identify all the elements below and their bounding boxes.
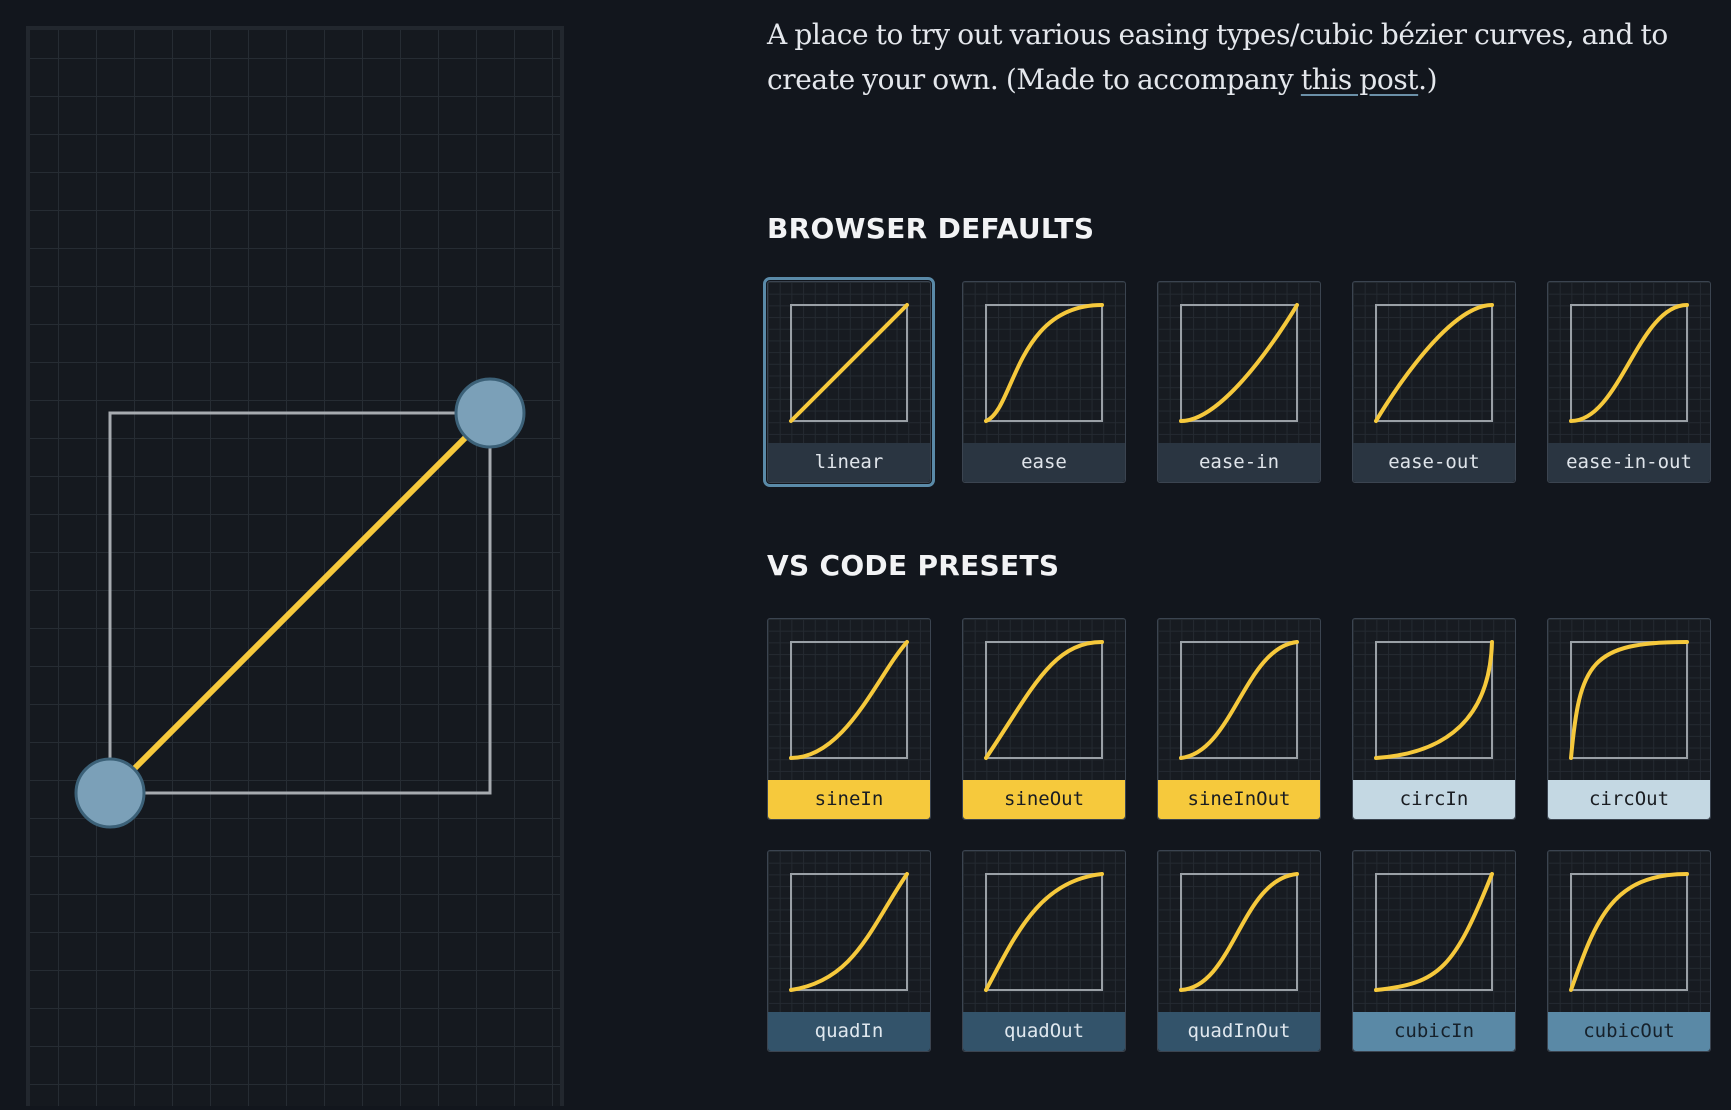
- editor-curve: [107, 410, 493, 796]
- preset-label-quadIn: quadIn: [768, 1012, 930, 1051]
- preset-card-cubicIn[interactable]: cubicIn: [1352, 850, 1516, 1052]
- end-handle[interactable]: [454, 377, 526, 449]
- curve-line: [1179, 303, 1299, 423]
- curve-line: [1374, 640, 1494, 760]
- curve-line: [1569, 872, 1689, 992]
- preset-label-sineOut: sineOut: [963, 780, 1125, 819]
- preset-card-quadIn[interactable]: quadIn: [767, 850, 931, 1052]
- curve-line: [789, 303, 909, 423]
- vscode-presets-grid: sineIn sineOut sineInOut circIn circOut quadI…: [767, 618, 1712, 1052]
- preset-card-circIn[interactable]: circIn: [1352, 618, 1516, 820]
- intro-text: A place to try out various easing types/…: [767, 12, 1697, 102]
- preset-label-ease: ease: [963, 443, 1125, 482]
- curve-editor[interactable]: [26, 26, 564, 1106]
- preset-label-circIn: circIn: [1353, 780, 1515, 819]
- preset-card-quadInOut[interactable]: quadInOut: [1157, 850, 1321, 1052]
- curve-line: [1179, 872, 1299, 992]
- curve-line: [1374, 872, 1494, 992]
- curve-line: [789, 872, 909, 992]
- curve-line: [984, 872, 1104, 992]
- this-post-link[interactable]: this post: [1300, 63, 1419, 96]
- preset-label-ease-in: ease-in: [1158, 443, 1320, 482]
- curve-preview-circOut: [1569, 640, 1689, 760]
- preset-label-linear: linear: [768, 443, 930, 482]
- preset-card-linear[interactable]: linear: [763, 277, 935, 487]
- preset-label-sineInOut: sineInOut: [1158, 780, 1320, 819]
- curve-line: [1179, 640, 1299, 760]
- curve-line: [1569, 640, 1689, 760]
- curve-line: [984, 303, 1104, 423]
- curve-preview-linear: [789, 303, 909, 423]
- curve-preview-ease-out: [1374, 303, 1494, 423]
- preset-label-quadOut: quadOut: [963, 1012, 1125, 1051]
- preset-card-ease-in[interactable]: ease-in: [1157, 281, 1321, 483]
- preset-card-sineIn[interactable]: sineIn: [767, 618, 931, 820]
- preset-label-ease-in-out: ease-in-out: [1548, 443, 1710, 482]
- preset-label-cubicIn: cubicIn: [1353, 1012, 1515, 1051]
- editor-bounding-box: [108, 411, 492, 795]
- preset-label-sineIn: sineIn: [768, 780, 930, 819]
- preset-card-ease-in-out[interactable]: ease-in-out: [1547, 281, 1711, 483]
- browser-defaults-heading: BROWSER DEFAULTS: [767, 212, 1095, 245]
- curve-preview-cubicIn: [1374, 872, 1494, 992]
- intro-tail: .): [1418, 63, 1438, 96]
- curve-preview-sineIn: [789, 640, 909, 760]
- curve-preview-sineOut: [984, 640, 1104, 760]
- intro-body: A place to try out various easing types/…: [767, 18, 1668, 96]
- curve-preview-sineInOut: [1179, 640, 1299, 760]
- preset-card-sineInOut[interactable]: sineInOut: [1157, 618, 1321, 820]
- vscode-presets-heading: VS CODE PRESETS: [767, 549, 1060, 582]
- curve-preview-quadIn: [789, 872, 909, 992]
- curve-preview-cubicOut: [1569, 872, 1689, 992]
- curve-line: [1569, 303, 1689, 423]
- curve-preview-ease-in-out: [1569, 303, 1689, 423]
- curve-preview-ease-in: [1179, 303, 1299, 423]
- preset-label-ease-out: ease-out: [1353, 443, 1515, 482]
- preset-label-quadInOut: quadInOut: [1158, 1012, 1320, 1051]
- preset-card-ease-out[interactable]: ease-out: [1352, 281, 1516, 483]
- preset-card-quadOut[interactable]: quadOut: [962, 850, 1126, 1052]
- curve-preview-quadInOut: [1179, 872, 1299, 992]
- preset-label-cubicOut: cubicOut: [1548, 1012, 1710, 1051]
- curve-editor-canvas: [74, 377, 526, 829]
- curve-preview-circIn: [1374, 640, 1494, 760]
- start-handle[interactable]: [74, 757, 146, 829]
- preset-card-cubicOut[interactable]: cubicOut: [1547, 850, 1711, 1052]
- curve-line: [1374, 303, 1494, 423]
- curve-preview-ease: [984, 303, 1104, 423]
- preset-card-circOut[interactable]: circOut: [1547, 618, 1711, 820]
- curve-line: [789, 640, 909, 760]
- preset-card-sineOut[interactable]: sineOut: [962, 618, 1126, 820]
- curve-line: [984, 640, 1104, 760]
- browser-defaults-grid: linear ease ease-in ease-out ease-in-out: [763, 277, 1712, 487]
- preset-card-ease[interactable]: ease: [962, 281, 1126, 483]
- preset-label-circOut: circOut: [1548, 780, 1710, 819]
- curve-preview-quadOut: [984, 872, 1104, 992]
